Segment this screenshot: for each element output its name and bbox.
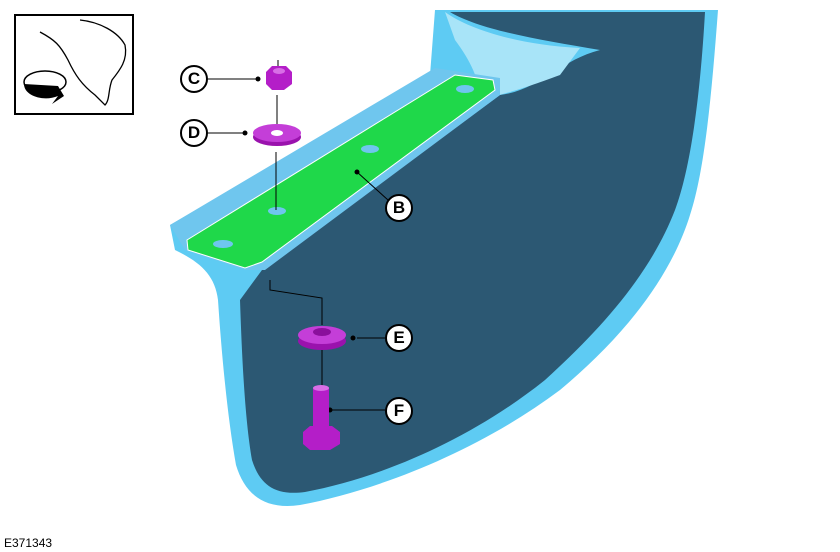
callout-b: B [385,194,413,222]
hand-rotate-icon [14,14,134,115]
callout-d: D [180,119,208,147]
callout-c: C [180,65,208,93]
bolt-f [303,385,340,450]
mudflap-body [240,12,705,493]
bracket-b [186,74,496,269]
callout-f: F [385,397,413,425]
washer-d [253,124,301,146]
nut-c [266,66,292,90]
washer-e [298,326,346,350]
figure-id: E371343 [4,536,53,550]
callout-e: E [385,324,413,352]
